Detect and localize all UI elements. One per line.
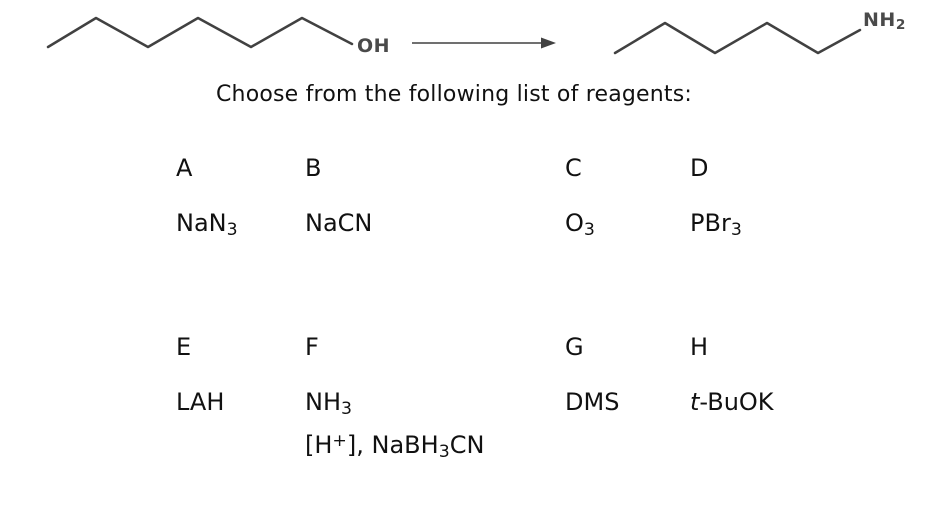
reagent-formula-c: O3 <box>565 209 595 240</box>
reagent-formula-f-line2: [H+], NaBH3CN <box>305 430 485 462</box>
reactant-atom-label: OH <box>357 35 391 57</box>
reagent-letter-d: D <box>690 154 709 182</box>
reaction-scheme <box>46 16 862 55</box>
reagent-formula-a: NaN3 <box>176 209 238 240</box>
reagent-formula-e: LAH <box>176 388 225 416</box>
reagent-letter-f: F <box>305 333 319 361</box>
reagent-formula-h: t-BuOK <box>690 388 774 416</box>
product-skeleton <box>613 21 862 55</box>
reagent-letter-e: E <box>176 333 192 361</box>
reagent-formula-d: PBr3 <box>690 209 742 240</box>
reagent-letter-c: C <box>565 154 582 182</box>
reagent-letter-a: A <box>176 154 193 182</box>
product-atom-label: NH2 <box>863 9 906 33</box>
reagent-letter-b: B <box>305 154 322 182</box>
reagent-formula-g: DMS <box>565 388 620 416</box>
reagent-formula-f-line1: NH3 <box>305 388 352 419</box>
reagent-letter-h: H <box>690 333 709 361</box>
reagent-formula-b: NaCN <box>305 209 373 237</box>
reactant-skeleton <box>46 16 354 49</box>
reaction-arrow-head-icon <box>541 37 556 49</box>
reagent-letter-g: G <box>565 333 584 361</box>
prompt-text: Choose from the following list of reagen… <box>216 82 693 107</box>
